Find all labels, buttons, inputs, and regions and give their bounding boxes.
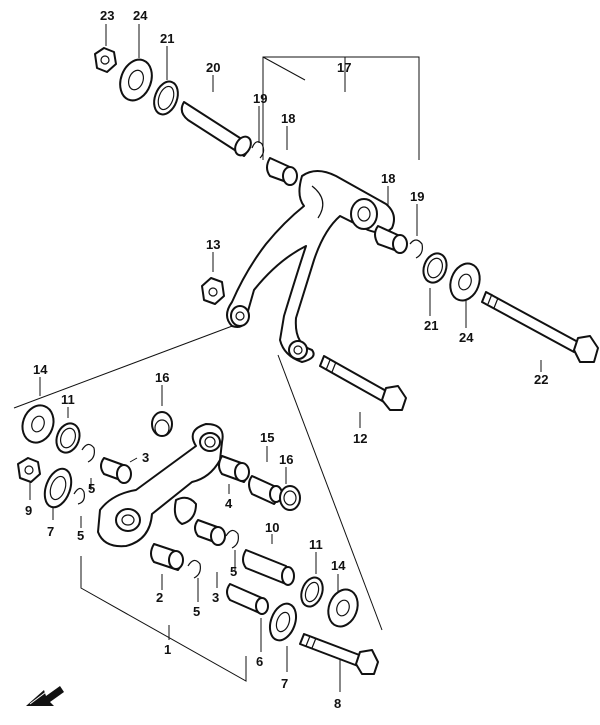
callout-11: 11: [309, 537, 323, 552]
cap-16-right: [279, 485, 301, 511]
bolt-12: [319, 355, 407, 411]
callout-6: 6: [256, 654, 263, 669]
callout-18: 18: [281, 111, 295, 126]
bearing-3-middle: [194, 519, 226, 546]
callout-17: 17: [337, 60, 351, 75]
callout-5: 5: [88, 481, 95, 496]
washer-14-right: [327, 588, 359, 628]
callout-15: 15: [260, 430, 274, 445]
seal-21-upper: [153, 80, 179, 116]
circlip-5-b: [73, 487, 85, 505]
bolt-8: [299, 633, 379, 675]
callout-21: 21: [424, 318, 438, 333]
bearing-18-upper: [266, 157, 298, 186]
seal-21-right: [422, 252, 448, 284]
callout-16: 16: [155, 370, 169, 385]
sleeve-6: [226, 583, 269, 615]
callout-22: 22: [534, 372, 548, 387]
washer-24-upper: [119, 58, 153, 102]
sleeve-15: [248, 475, 283, 505]
bearing-4: [218, 455, 250, 483]
nut-13: [201, 277, 225, 305]
seal-11-right: [300, 576, 324, 608]
callout-16: 16: [279, 452, 293, 467]
callout-21: 21: [160, 31, 174, 46]
callout-14: 14: [33, 362, 48, 377]
callout-24: 24: [133, 8, 148, 23]
callout-1: 1: [164, 642, 171, 657]
callout-9: 9: [25, 503, 32, 518]
cushion-lever-link-17: [226, 170, 395, 363]
washer-7-left: [43, 467, 73, 509]
bearing-18-right: [374, 225, 408, 254]
sleeve-20: [180, 101, 252, 157]
front-arrow-icon: [26, 686, 64, 706]
leader-lines: [13, 24, 542, 692]
circlip-19-upper: [251, 141, 265, 159]
callout-14: 14: [331, 558, 346, 573]
cap-16-top: [151, 411, 173, 437]
nut-9: [17, 457, 41, 483]
callout-19: 19: [410, 189, 424, 204]
callout-5: 5: [77, 528, 84, 543]
callout-20: 20: [206, 60, 220, 75]
bolt-22: [481, 291, 599, 363]
callout-23: 23: [100, 8, 114, 23]
callout-4: 4: [225, 496, 233, 511]
callout-12: 12: [353, 431, 367, 446]
washer-14-left: [21, 404, 55, 444]
callout-7: 7: [47, 524, 54, 539]
circlip-5-c: [225, 529, 239, 549]
callout-5: 5: [230, 564, 237, 579]
bearing-2: [150, 543, 184, 571]
callout-13: 13: [206, 237, 220, 252]
circlip-5-a: [81, 443, 95, 463]
callout-7: 7: [281, 676, 288, 691]
callout-3: 3: [212, 590, 219, 605]
callout-2: 2: [156, 590, 163, 605]
callout-11: 11: [61, 392, 75, 407]
washer-7-right: [268, 602, 298, 642]
nut-23: [94, 47, 117, 73]
circlip-5-d: [187, 559, 201, 579]
callout-3: 3: [142, 450, 149, 465]
callout-24: 24: [459, 330, 474, 345]
sleeve-10: [242, 549, 295, 586]
seal-11-left: [55, 422, 81, 454]
callout-10: 10: [265, 520, 279, 535]
callout-8: 8: [334, 696, 341, 711]
callout-labels: 23 24 21 20 17 19 18 18 19 13 21 24 22 1…: [25, 8, 548, 711]
callout-18: 18: [381, 171, 395, 186]
bearing-3-left: [100, 457, 132, 484]
callout-19: 19: [253, 91, 267, 106]
circlip-19-right: [409, 239, 423, 259]
callout-5: 5: [193, 604, 200, 619]
washer-24-right: [449, 262, 481, 302]
